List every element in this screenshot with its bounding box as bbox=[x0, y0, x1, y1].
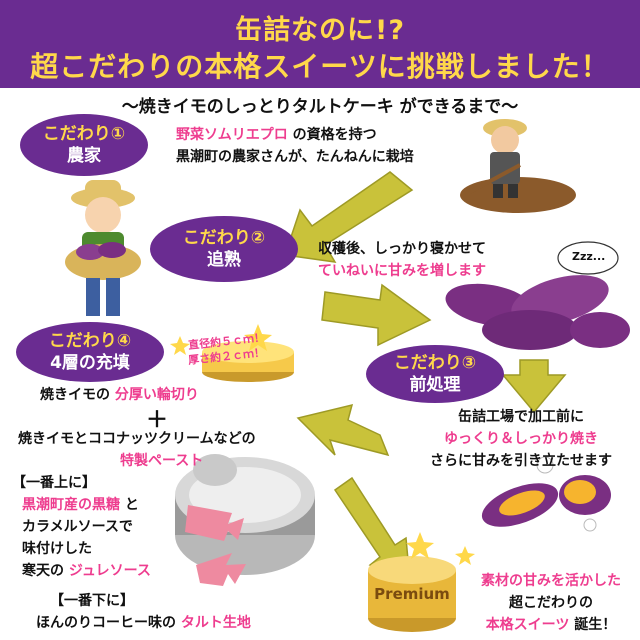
step1-line2: 黒潮町の農家さんが、たんねんに栽培 bbox=[176, 149, 414, 165]
farmer-hoeing-illustration bbox=[460, 119, 576, 213]
result-description: 素材の甘みを活かした 超こだわりの 本格スイーツ 誕生！ bbox=[481, 573, 621, 633]
step1-qualification: 野菜ソムリエプロ bbox=[176, 127, 288, 143]
step4-label: こだわり④ bbox=[48, 331, 132, 351]
baked-sweet-potatoes-illustration bbox=[481, 456, 611, 532]
empty-can-illustration bbox=[175, 454, 315, 586]
arrow-farmer-to-ripening bbox=[284, 171, 414, 263]
step4-line2: 焼きイモとココナッツクリームなどの bbox=[18, 431, 256, 447]
flow-arrows bbox=[284, 171, 567, 584]
arrow-ripening-to-potatoes bbox=[321, 283, 432, 347]
step2-description: 収穫後、しっかり寝かせて ていねいに甘みを増します bbox=[318, 238, 486, 282]
premium-can-illustration bbox=[368, 532, 475, 632]
step2-line1: 収穫後、しっかり寝かせて bbox=[318, 241, 486, 257]
step1-description: 野菜ソムリエプロ の資格を持つ 黒潮町の農家さんが、たんねんに栽培 bbox=[176, 124, 414, 168]
arrow-baking-to-filling bbox=[296, 403, 390, 457]
step2-badge: こだわり② 追熟 bbox=[150, 216, 298, 282]
sweet-potato-slice-illustration bbox=[170, 324, 294, 382]
step3-line3: さらに甘みを引き立たせます bbox=[430, 453, 612, 469]
step4-slice: 分厚い輪切り bbox=[114, 387, 199, 403]
step1-title: 農家 bbox=[67, 146, 101, 166]
step4-paste: 特製ペースト bbox=[120, 453, 204, 469]
top-layer-head: 【一番上に】 bbox=[12, 475, 96, 491]
step1-label: こだわり① bbox=[42, 124, 126, 144]
step4-title: 4層の充填 bbox=[50, 353, 130, 373]
title-line-2: 超こだわりの本格スイーツに挑戦しました！ bbox=[30, 50, 610, 83]
step4-badge: こだわり④ 4層の充填 bbox=[16, 322, 164, 382]
sleeping-sweet-potatoes-illustration bbox=[445, 241, 630, 350]
arrow-potatoes-to-baking bbox=[501, 359, 567, 414]
title-line-1: 缶詰なのに!? bbox=[235, 15, 405, 46]
title-banner: 缶詰なのに!? 超こだわりの本格スイーツに挑戦しました！ bbox=[0, 0, 640, 88]
bottom-layer-description: 【一番下に】 ほんのりコーヒー味の タルト生地 bbox=[36, 590, 251, 634]
step1-badge: こだわり① 農家 bbox=[20, 114, 148, 176]
step3-title: 前処理 bbox=[409, 375, 461, 395]
step3-label: こだわり③ bbox=[393, 353, 477, 373]
bottom-layer-head: 【一番下に】 bbox=[50, 593, 134, 609]
zzz-text: Zzz... bbox=[572, 250, 606, 263]
plus-sign: ＋ bbox=[146, 408, 169, 433]
farmer-with-basket-illustration bbox=[65, 180, 141, 316]
step3-description: 缶詰工場で加工前に ゆっくり＆しっかり焼き さらに甘みを引き立たせます bbox=[418, 406, 624, 472]
can-label: Premium bbox=[374, 585, 450, 603]
step4-line1: 焼きイモの 分厚い輪切り bbox=[40, 387, 199, 403]
step2-title: 追熟 bbox=[207, 250, 241, 270]
subtitle: ～焼きイモのしっとりタルトケーキ ができるまで～ bbox=[121, 97, 519, 117]
step3-line1: 缶詰工場で加工前に bbox=[458, 409, 584, 425]
step3-line2: ゆっくり＆しっかり焼き bbox=[444, 431, 598, 447]
top-layer-description: 【一番上に】 黒潮町産の黒糖 と カラメルソースで 味付けした 寒天の ジュレソ… bbox=[12, 472, 151, 582]
step2-label: こだわり② bbox=[182, 228, 266, 248]
step3-badge: こだわり③ 前処理 bbox=[366, 345, 504, 403]
step2-line2: ていねいに甘みを増します bbox=[318, 263, 486, 279]
